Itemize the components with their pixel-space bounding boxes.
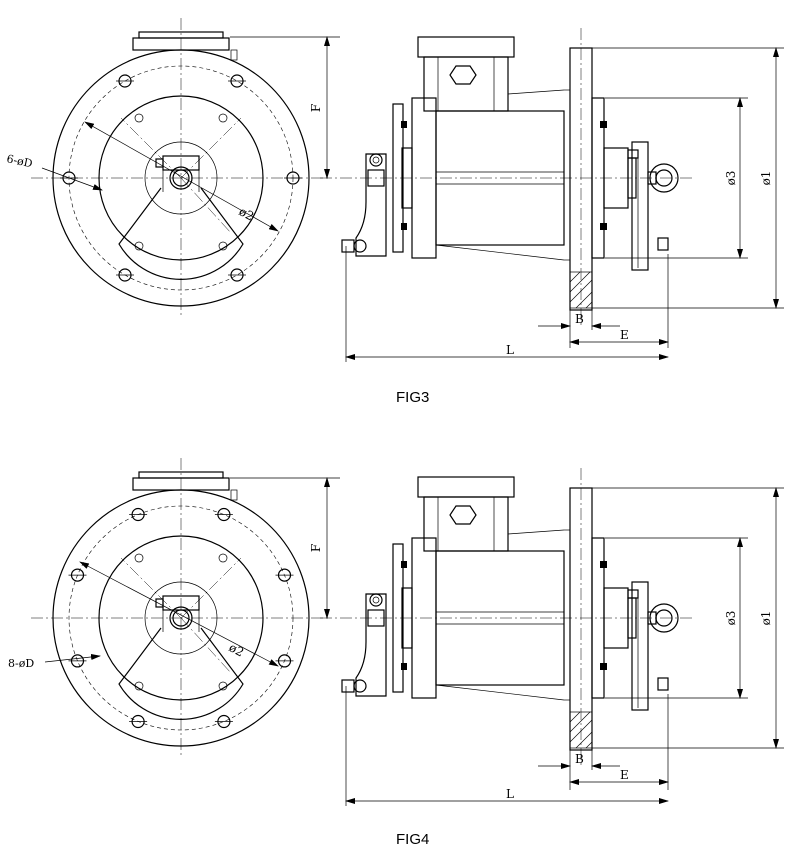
fig3-caption: FIG3	[396, 389, 429, 406]
fig3-dim-F: F	[309, 104, 323, 112]
fig4-dim-B: B	[575, 752, 584, 766]
fig3-bolt-label: 6-øD	[5, 152, 33, 170]
fig3-arm-hole	[134, 113, 144, 123]
fig4-arm-hole	[134, 681, 144, 691]
fig4-arm-hole	[134, 553, 144, 563]
fig4-dim-d1: ø1	[759, 611, 773, 626]
fig4-dim-F: F	[309, 544, 323, 552]
fig3-front-view	[30, 17, 330, 319]
fig4-dim-d2: ø2	[227, 640, 247, 659]
fig4-dim-L: L	[506, 787, 514, 801]
fig3-dim-E: E	[620, 328, 629, 342]
fig3-dim-d2: ø2	[237, 204, 257, 223]
fig3-arm-hole	[218, 241, 228, 251]
fig4-dimensions	[44, 477, 784, 806]
fig4-dim-d3: ø3	[724, 611, 738, 626]
fig3-dim-L: L	[506, 343, 514, 357]
fig3-arm-hole	[134, 241, 144, 251]
fig4-arm-hole	[218, 681, 228, 691]
fig3-side-view	[319, 27, 694, 329]
fig4-arm-hole	[218, 553, 228, 563]
fig4-bolt-label: 8-øD	[8, 657, 34, 670]
fig3-dim-B: B	[575, 312, 584, 326]
fig4-side-view	[319, 467, 694, 769]
fig3-dim-d1: ø1	[759, 171, 773, 186]
fig4-dim-E: E	[620, 768, 629, 782]
fig3-dim-d3: ø3	[724, 171, 738, 186]
fig3-dimensions	[41, 36, 784, 362]
fig3-arm-hole	[218, 113, 228, 123]
fig4-caption: FIG4	[396, 831, 429, 848]
fig4-front-view	[30, 457, 330, 759]
